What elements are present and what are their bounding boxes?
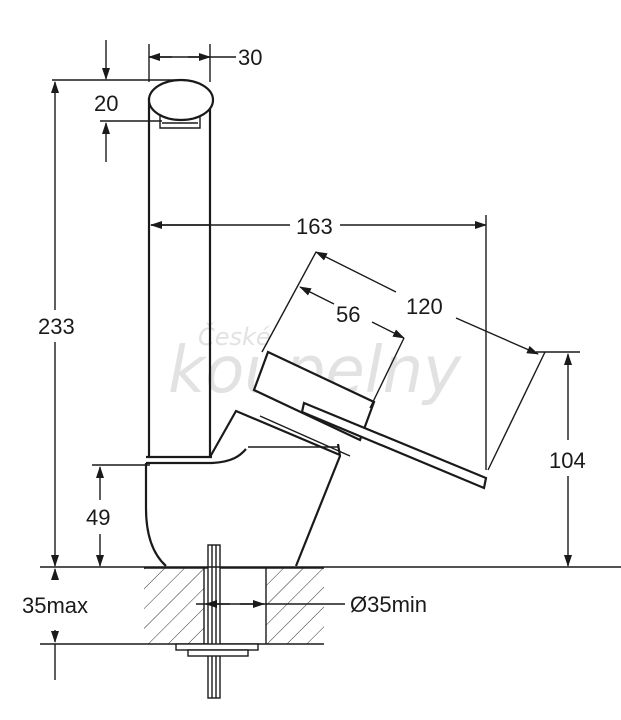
dimension-lever-height: 104 [536, 351, 586, 567]
dimension-total-height: 233 [38, 81, 75, 567]
label-lever-offset: 56 [336, 302, 360, 327]
label-total-height: 233 [38, 314, 75, 339]
dimension-base-height: 49 [86, 464, 150, 567]
label-lever-length: 120 [406, 294, 443, 319]
label-head-height: 20 [94, 91, 118, 116]
label-deck-thickness: 35max [22, 593, 88, 618]
dimension-lever-length: 120 [261, 251, 546, 471]
label-hole-diameter: Ø35min [350, 592, 427, 617]
label-base-height: 49 [86, 505, 110, 530]
label-top-width: 30 [238, 45, 262, 70]
dimension-spout-reach: 163 [150, 214, 487, 470]
dimension-hole-diameter: Ø35min [196, 592, 427, 617]
faucet-body [144, 78, 488, 567]
mounting-stud [175, 544, 259, 699]
dimension-top-width: 30 [148, 44, 262, 82]
dimension-deck-thickness: 35max [22, 568, 144, 680]
countertop-section [144, 567, 324, 645]
label-spout-reach: 163 [296, 214, 333, 239]
label-lever-height: 104 [549, 448, 586, 473]
dimension-head-height: 20 [52, 40, 180, 162]
dimension-lever-offset: 56 [299, 286, 405, 409]
